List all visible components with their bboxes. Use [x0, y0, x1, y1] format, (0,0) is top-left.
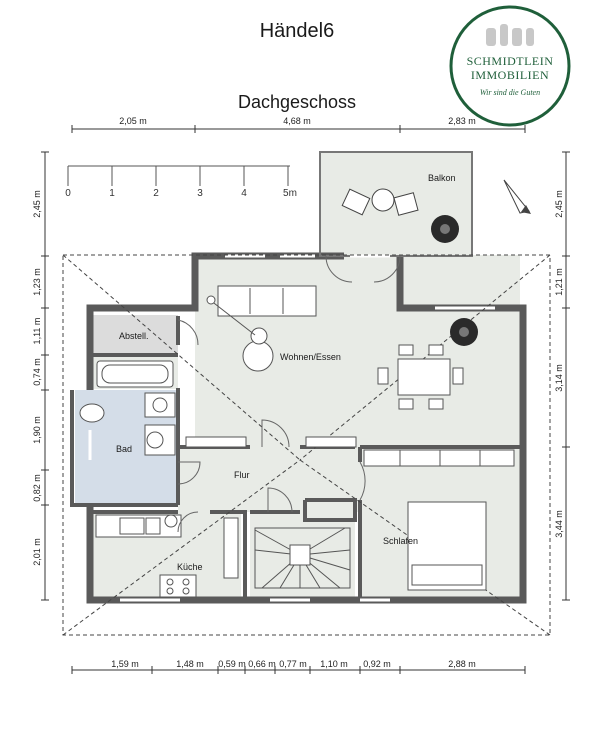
dim-top-1: 2,05 m [119, 116, 147, 126]
dim-right-2: 1,21 m [554, 268, 564, 296]
room-label-schlafen: Schlafen [383, 536, 418, 546]
logo-seal-icon [449, 5, 571, 127]
dim-left-5: 1,90 m [32, 416, 42, 444]
dim-left-1: 2,45 m [32, 190, 42, 218]
dim-bottom-5: 0,77 m [279, 659, 307, 669]
dim-left-7: 2,01 m [32, 538, 42, 566]
dim-bottom-1: 1,59 m [111, 659, 139, 669]
scale-tick-1: 1 [109, 188, 115, 199]
scale-tick-4: 4 [241, 188, 247, 199]
dim-left-6: 0,82 m [32, 474, 42, 502]
logo-name-line1: SCHMIDTLEIN [466, 54, 554, 68]
balkon-railing [319, 151, 473, 257]
room-label-bad: Bad [116, 444, 132, 454]
dim-bottom-6: 1,10 m [320, 659, 348, 669]
dim-bottom-7: 0,92 m [363, 659, 391, 669]
logo-slogan: Wir sind die Guten [479, 88, 541, 97]
windows [88, 254, 495, 602]
sofa [217, 285, 317, 317]
toilet [79, 403, 105, 423]
room-label-abstell: Abstell. [119, 331, 149, 341]
scale-bar: 0 1 2 3 4 5m [65, 165, 297, 199]
wall-right-bottom [86, 256, 527, 604]
armchair [242, 340, 274, 372]
room-label-flur: Flur [234, 470, 250, 480]
wohnen-plant-icon [450, 318, 478, 346]
dim-top-2: 4,68 m [283, 116, 311, 126]
scale-tick-5: 5m [283, 188, 297, 199]
dim-top-3: 2,83 m [448, 116, 476, 126]
scale-tick-2: 2 [153, 188, 159, 199]
kueche-right-wall [210, 510, 247, 600]
balkon-plant-icon [431, 215, 459, 243]
floor-title: Dachgeschoss [237, 92, 357, 112]
dim-bottom-2: 1,48 m [176, 659, 204, 669]
room-label-wohnen: Wohnen/Essen [280, 352, 341, 362]
dim-bottom-8: 2,88 m [448, 659, 476, 669]
dim-right-4: 3,44 m [554, 510, 564, 538]
dim-bottom-lines [71, 666, 526, 674]
staircase [254, 527, 351, 589]
bad-furniture [79, 360, 176, 456]
scale-tick-0: 0 [65, 188, 71, 199]
balkon-furniture [341, 188, 419, 216]
dim-right-1: 2,45 m [554, 190, 564, 218]
scale-tick-3: 3 [197, 188, 203, 199]
room-label-balkon: Balkon [428, 173, 456, 183]
dim-bottom-4: 0,66 m [248, 659, 276, 669]
dining-table [397, 358, 451, 396]
dim-bottom-3: 0,59 m [218, 659, 246, 669]
dim-right-3: 3,14 m [554, 364, 564, 392]
logo-name-line2: IMMOBILIEN [470, 68, 550, 82]
roof-slope-lines [62, 254, 551, 636]
north-arrow-icon [503, 179, 531, 214]
shaft-wall [303, 498, 357, 522]
dim-top-lines [71, 125, 526, 133]
wohnen-furniture [185, 285, 464, 448]
dim-left-lines [41, 151, 49, 601]
dim-left-3: 1,11 m [32, 318, 42, 345]
wardrobe [363, 449, 515, 467]
company-logo: SCHMIDTLEIN IMMOBILIEN Wir sind die Gute… [448, 4, 572, 128]
plan-title: Händel6 [259, 20, 335, 42]
room-label-kueche: Küche [177, 562, 203, 572]
sideboard [185, 436, 247, 448]
dim-right-lines [562, 151, 570, 601]
dim-left-4: 0,74 m [32, 358, 42, 386]
abstell-floor [93, 315, 178, 355]
bad-outer-wall [70, 390, 178, 507]
floor-lamp-icon [250, 327, 268, 345]
flur-floor [178, 447, 360, 512]
stove [159, 574, 197, 598]
kueche-furniture [95, 514, 239, 598]
dim-left-2: 1,23 m [32, 268, 42, 296]
schlafen-furniture [363, 449, 515, 591]
doors [177, 255, 401, 533]
